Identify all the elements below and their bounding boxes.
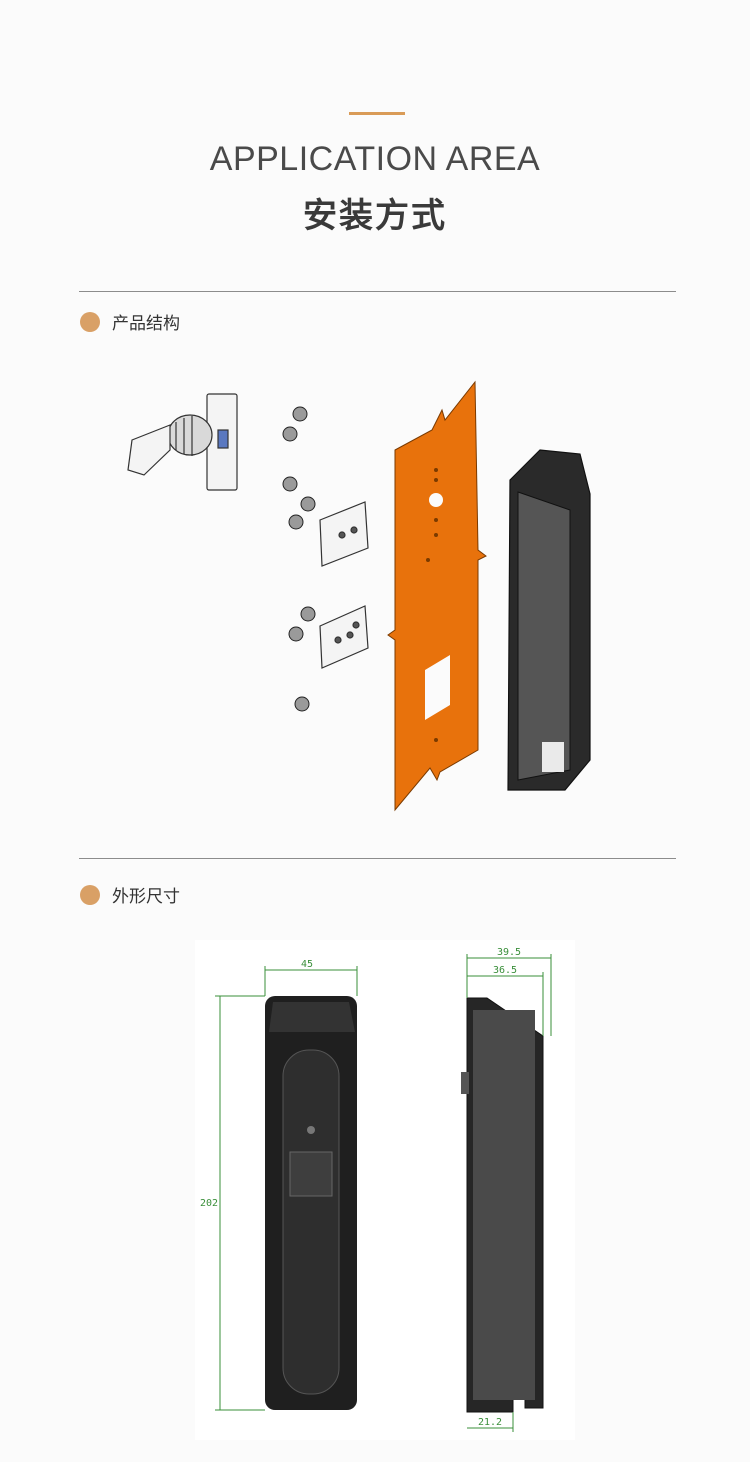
dimension-lines — [215, 954, 552, 1432]
section-bullet-icon — [80, 311, 100, 332]
screws — [282, 406, 316, 712]
page-title-en: APPLICATION AREA — [209, 140, 541, 178]
title-accent-line — [349, 112, 405, 115]
page-title-cn: 安装方式 — [303, 197, 447, 235]
front-width-label: 45 — [301, 959, 313, 970]
dimension-drawing: 45 202 39.5 36.5 21.2 — [195, 940, 575, 1440]
side-top-width-label: 39.5 — [497, 947, 521, 958]
side-bottom-width-label: 21.2 — [478, 1417, 502, 1428]
mounting-plates — [319, 501, 369, 669]
section-label: 产品结构 — [112, 314, 180, 333]
exploded-view-figure — [127, 380, 591, 812]
lock-housing — [507, 449, 591, 791]
section-header-structure: 产品结构 — [80, 309, 180, 334]
section-divider — [79, 291, 676, 292]
lock-mechanism — [127, 393, 238, 491]
gasket-plate — [387, 380, 487, 812]
section-divider — [79, 858, 676, 859]
front-height-label: 202 — [200, 1198, 218, 1209]
side-body-width-label: 36.5 — [493, 965, 517, 976]
section-label: 外形尺寸 — [112, 887, 180, 906]
front-view — [265, 996, 357, 1410]
section-bullet-icon — [80, 884, 100, 905]
side-view — [461, 997, 544, 1413]
section-header-dimensions: 外形尺寸 — [80, 882, 180, 907]
